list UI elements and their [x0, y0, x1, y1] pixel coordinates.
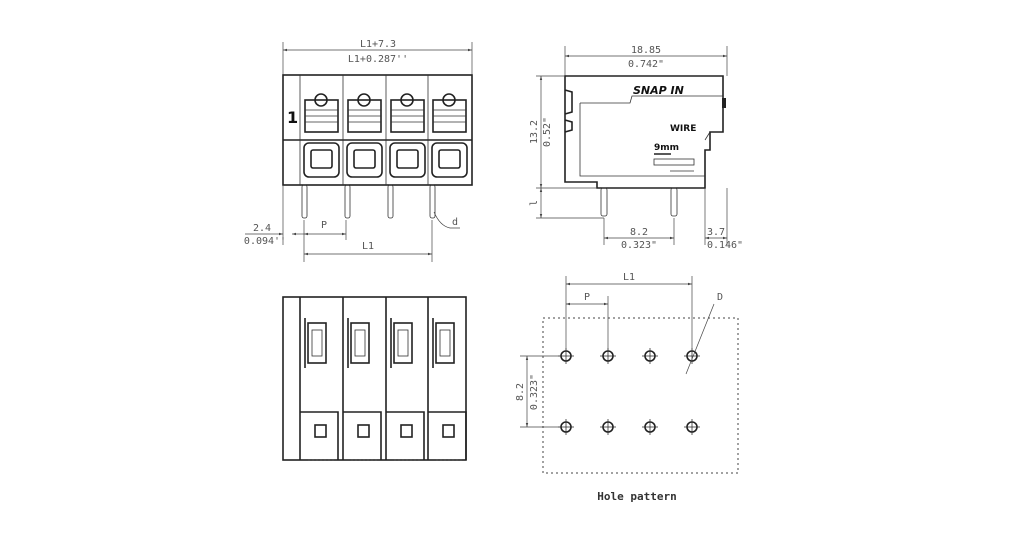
- hole-pattern: L1 P D 8.2 0.323" Hole pattern: [515, 272, 739, 503]
- offset-in: 0.094'': [244, 236, 286, 247]
- terminal-module: [387, 93, 426, 219]
- hole-pattern-caption: Hole pattern: [597, 490, 676, 503]
- snap-in-logo: SNAP IN: [633, 84, 684, 97]
- pin: [429, 184, 436, 219]
- pin: [387, 184, 394, 219]
- rear-in: 0.146": [707, 240, 743, 251]
- terminal-module: [344, 93, 383, 219]
- front-view: L1+7.3 L1+0.287'' 1 2.4 0.094'' P L1 d: [244, 39, 473, 262]
- width-in: 0.742": [628, 59, 664, 70]
- hole: [600, 348, 616, 364]
- terminal-module-top: [342, 297, 382, 461]
- overall-length-mm: L1+7.3: [360, 39, 396, 50]
- terminal-module: [301, 93, 340, 219]
- hole: [642, 348, 658, 364]
- strip-length-label: 9mm: [654, 143, 679, 153]
- hole-pitch-label: P: [584, 292, 590, 303]
- hole: [684, 348, 700, 364]
- row-spacing-in: 0.323": [529, 374, 540, 410]
- pin-length-label: l: [529, 200, 540, 206]
- top-view: [282, 296, 467, 461]
- pitch-label: P: [321, 220, 327, 231]
- terminal-module: [429, 93, 468, 219]
- hole-diameter-label: D: [717, 292, 723, 303]
- wire-label: WIRE: [670, 124, 696, 134]
- hole: [684, 419, 700, 435]
- hole-length-label: L1: [623, 272, 635, 283]
- hole: [600, 419, 616, 435]
- pin: [301, 184, 308, 219]
- hole: [558, 348, 574, 364]
- height-in: 0.52": [542, 117, 553, 147]
- pin1-mark: 1: [287, 108, 298, 127]
- length-label: L1: [362, 241, 374, 252]
- terminal-module-top: [427, 297, 467, 461]
- row-spacing-mm: 8.2: [515, 383, 526, 401]
- hole: [642, 419, 658, 435]
- rear-mm: 3.7: [707, 227, 725, 238]
- terminal-module-top: [299, 297, 339, 461]
- offset-mm: 2.4: [253, 223, 271, 234]
- overall-length-in: L1+0.287'': [348, 54, 408, 65]
- terminal-module-top: [385, 297, 425, 461]
- width-mm: 18.85: [631, 45, 661, 56]
- height-mm: 13.2: [529, 120, 540, 144]
- pin-spacing-in: 0.323": [621, 240, 657, 251]
- side-view: 18.85 0.742" SNAP IN WIRE 9mm 13.2 0.52"…: [529, 45, 743, 251]
- hole: [558, 419, 574, 435]
- pin: [344, 184, 351, 219]
- pin-diameter-label: d: [452, 217, 458, 228]
- pin-spacing-mm: 8.2: [630, 227, 648, 238]
